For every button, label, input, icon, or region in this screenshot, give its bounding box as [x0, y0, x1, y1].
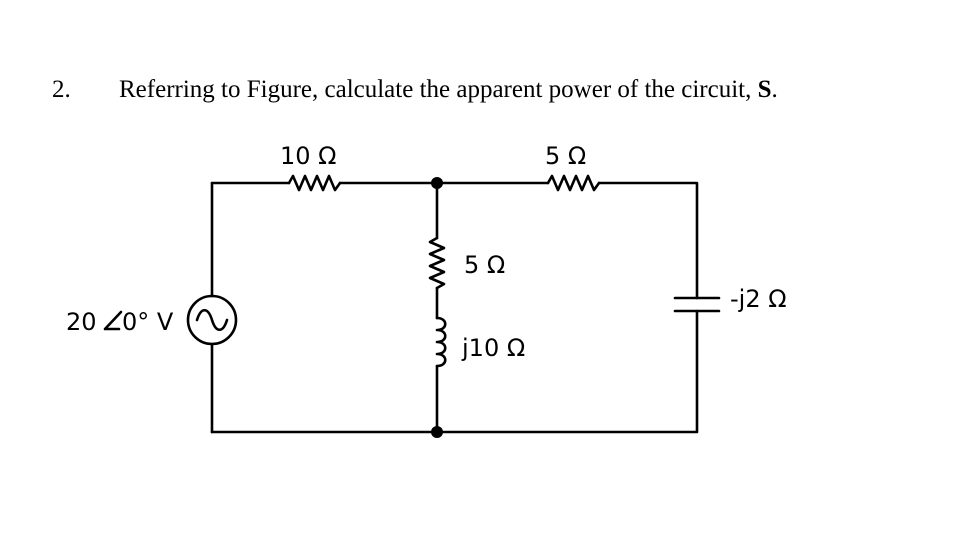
- question-period: .: [771, 76, 778, 103]
- node-top-middle: [431, 177, 443, 189]
- wire-top-right: [597, 181, 699, 300]
- resistor-5-ohm-shunt-label: 5 Ω: [464, 251, 506, 279]
- question-body: Referring to Figure, calculate the appar…: [119, 76, 752, 103]
- resistor-5-ohm-shunt: [428, 236, 446, 290]
- capacitor-label: -j2 Ω: [730, 285, 787, 313]
- sine-wave-icon: [195, 309, 229, 331]
- question-number: 2.: [52, 76, 71, 103]
- inductor-j10-ohm: [435, 316, 447, 368]
- apparent-power-symbol: S: [757, 76, 772, 103]
- resistor-10-ohm-label: 10 Ω: [280, 142, 337, 170]
- ac-source-icon: [186, 294, 238, 346]
- source-magnitude-label: 20: [66, 308, 97, 336]
- wire-right-bottom: [210, 309, 699, 434]
- node-bottom-middle: [431, 426, 443, 438]
- angle-symbol: [103, 310, 123, 331]
- question-text: Referring to Figure, calculate the appar…: [119, 76, 778, 104]
- resistor-10-ohm: [287, 174, 342, 192]
- source-angle-label: 0° V: [122, 308, 174, 336]
- resistor-5-ohm-series-label: 5 Ω: [545, 142, 587, 170]
- resistor-5-ohm-series: [546, 174, 601, 192]
- inductor-label: j10 Ω: [462, 334, 526, 362]
